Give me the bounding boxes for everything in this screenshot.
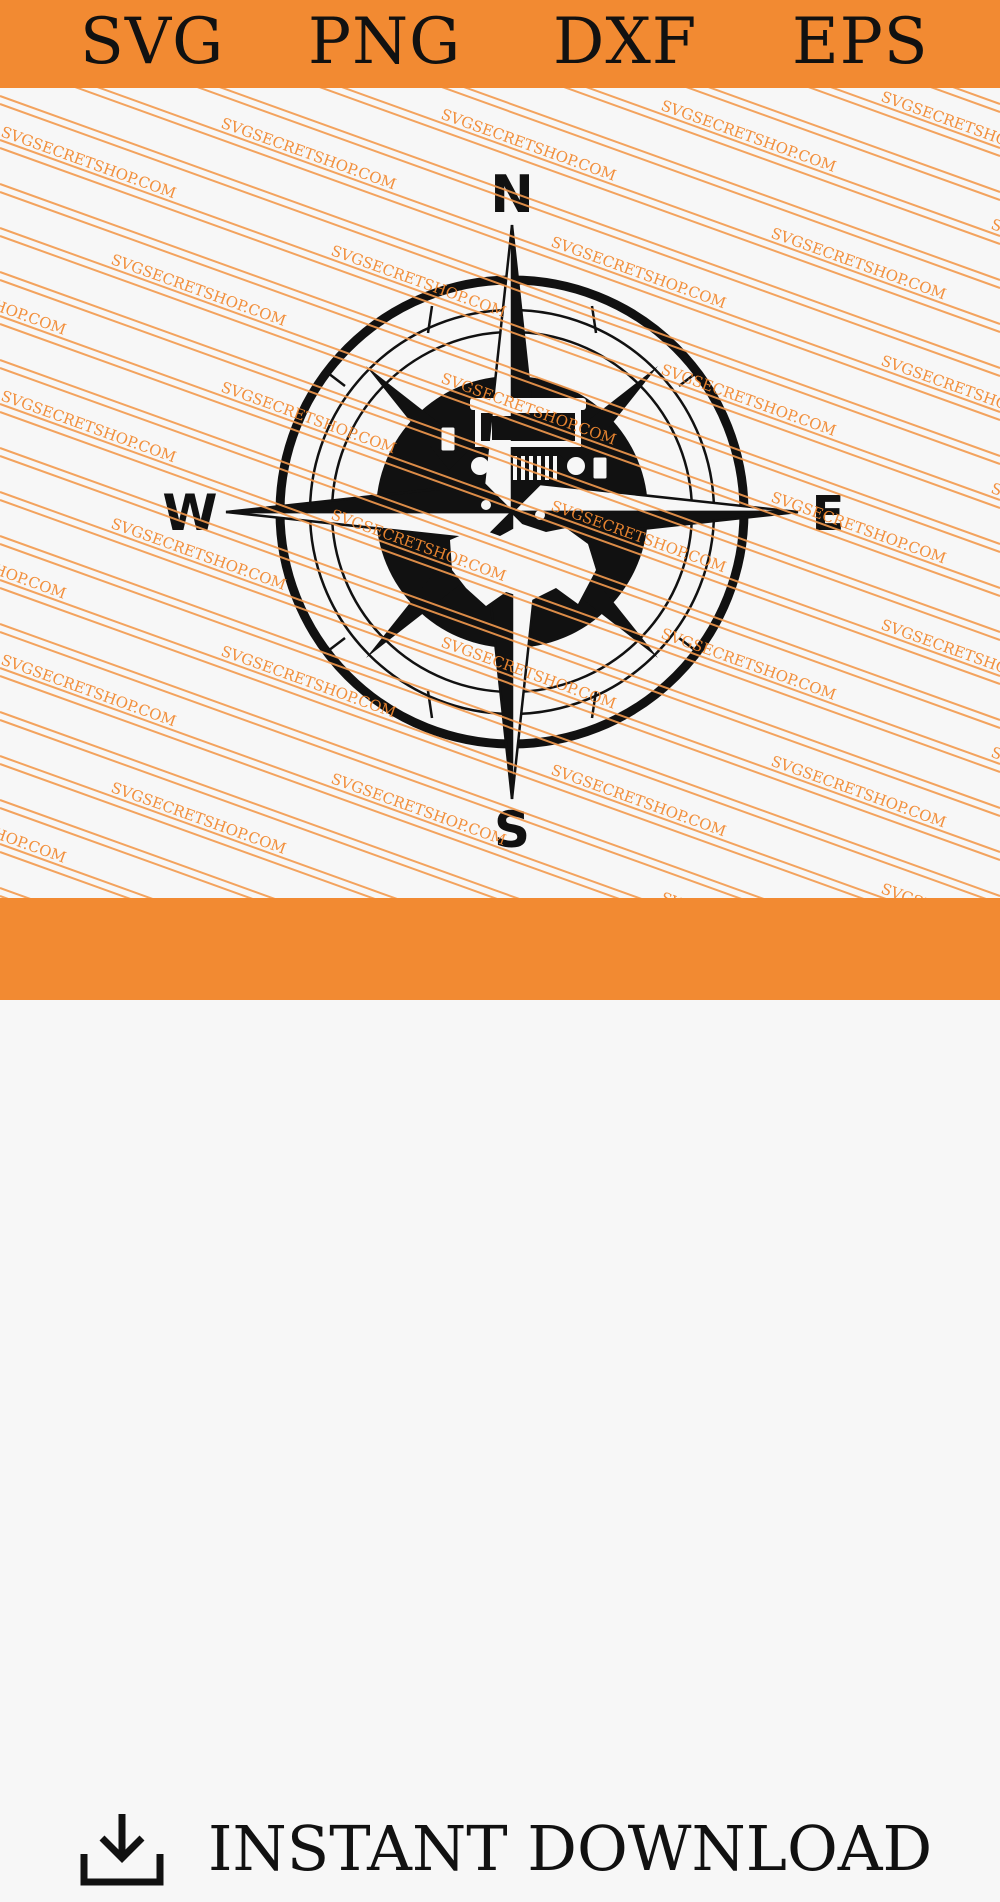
format-label-dxf: DXF bbox=[553, 5, 698, 79]
compass-jeep-artwork: N E S W bbox=[162, 165, 845, 859]
instant-download-label: INSTANT DOWNLOAD bbox=[208, 1812, 933, 1885]
format-label-svg: SVG bbox=[80, 5, 225, 79]
download-banner[interactable]: INSTANT DOWNLOAD bbox=[0, 898, 1000, 1886]
compass-north-label: N bbox=[490, 165, 534, 225]
compass-west-label: W bbox=[162, 484, 217, 542]
compass-south-label: S bbox=[494, 801, 530, 859]
format-label-eps: EPS bbox=[792, 5, 929, 79]
format-label-png: PNG bbox=[308, 5, 462, 79]
format-banner: SVG PNG DXF EPS bbox=[0, 0, 1000, 88]
compass-east-label: E bbox=[812, 486, 845, 542]
compass-cardinal-points bbox=[225, 224, 799, 800]
download-icon bbox=[80, 1814, 164, 1886]
